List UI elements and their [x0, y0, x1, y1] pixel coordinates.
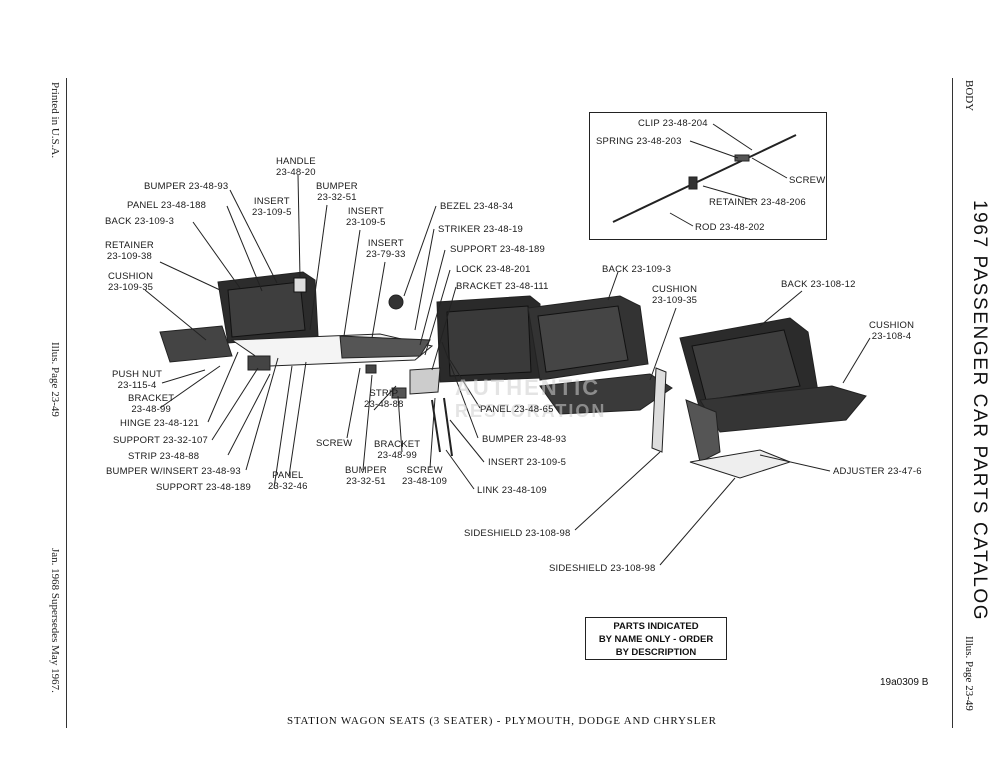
label-screw-inset: SCREW [789, 175, 826, 186]
label-adjuster: ADJUSTER 23-47-6 [833, 466, 922, 477]
label-panel-2346: PANEL 23-32-46 [268, 470, 308, 492]
label-bumper-3251-bottom: BUMPER 23-32-51 [345, 465, 387, 487]
label-strip-mid: STRIP 23-48-88 [364, 388, 404, 410]
label-spring: SPRING 23-48-203 [596, 136, 682, 147]
inset-detail-box [589, 112, 827, 240]
label-sideshield-b: SIDESHIELD 23-108-98 [549, 563, 656, 574]
label-support-189-bottom: SUPPORT 23-48-189 [156, 482, 251, 493]
label-bracket-99-mid: BRACKET 23-48-99 [374, 439, 421, 461]
right-margin-rule [952, 78, 953, 728]
label-insert-mid: INSERT 23-109-5 [488, 457, 567, 468]
figure-caption: STATION WAGON SEATS (3 SEATER) - PLYMOUT… [287, 715, 717, 727]
note-text: PARTS INDICATED BY NAME ONLY - ORDER BY … [598, 621, 714, 658]
label-insert-7933: INSERT 23-79-33 [366, 238, 406, 260]
label-bumper-93-mid: BUMPER 23-48-93 [482, 434, 567, 445]
label-push-nut: PUSH NUT 23-115-4 [112, 369, 163, 391]
label-panel-188: PANEL 23-48-188 [127, 200, 207, 211]
illustration-code: 19a0309 B [880, 677, 929, 688]
inset-clip [688, 176, 698, 190]
label-handle: HANDLE 23-48-20 [276, 156, 316, 178]
label-screw-109: SCREW 23-48-109 [402, 465, 448, 487]
label-hinge: HINGE 23-48-121 [120, 418, 200, 429]
inset-spring [734, 154, 750, 162]
label-striker: STRIKER 23-48-19 [438, 224, 524, 235]
label-cushion-mid: CUSHION 23-109-35 [652, 284, 698, 306]
label-insert-b: INSERT 23-109-5 [346, 206, 386, 228]
watermark: AUTHENTIC [455, 375, 600, 400]
left-margin-rule [66, 78, 67, 728]
label-sideshield-a: SIDESHIELD 23-108-98 [464, 528, 571, 539]
label-bezel: BEZEL 23-48-34 [440, 201, 514, 212]
label-retainer: RETAINER 23-109-38 [105, 240, 154, 262]
label-insert-a: INSERT 23-109-5 [252, 196, 292, 218]
label-retainer-inset: RETAINER 23-48-206 [709, 197, 806, 208]
label-cushion-left: CUSHION 23-109-35 [108, 271, 154, 293]
label-bumper-top: BUMPER 23-48-93 [144, 181, 229, 192]
label-lock: LOCK 23-48-201 [456, 264, 531, 275]
label-support-107: SUPPORT 23-32-107 [113, 435, 208, 446]
label-cushion-right: CUSHION 23-108-4 [869, 320, 915, 342]
label-panel-65: PANEL 23-48-65 [480, 404, 554, 415]
watermark-2: RESTORATION [455, 401, 606, 421]
inset-rod [612, 134, 797, 223]
label-support-189-top: SUPPORT 23-48-189 [450, 244, 545, 255]
label-back-10812: BACK 23-108-12 [781, 279, 856, 290]
label-link: LINK 23-48-109 [477, 485, 547, 496]
label-back-mid: BACK 23-109-3 [602, 264, 672, 275]
label-clip: CLIP 23-48-204 [638, 118, 708, 129]
rear-seat-cushion [159, 325, 233, 363]
label-back-left: BACK 23-109-3 [105, 216, 175, 227]
handle-part [293, 277, 307, 293]
note-box: PARTS INDICATED BY NAME ONLY - ORDER BY … [585, 617, 727, 660]
label-screw-mid: SCREW [316, 438, 353, 449]
label-strip-left: STRIP 23-48-88 [128, 451, 200, 462]
label-rod: ROD 23-48-202 [695, 222, 765, 233]
sideshield-part [651, 367, 667, 453]
label-bumper-insert: BUMPER W/INSERT 23-48-93 [106, 466, 241, 477]
label-bracket-99-left: BRACKET 23-48-99 [128, 393, 175, 415]
bezel-part [388, 294, 404, 310]
label-bumper-2332: BUMPER 23-32-51 [316, 181, 358, 203]
label-bracket-111: BRACKET 23-48-111 [456, 281, 549, 292]
